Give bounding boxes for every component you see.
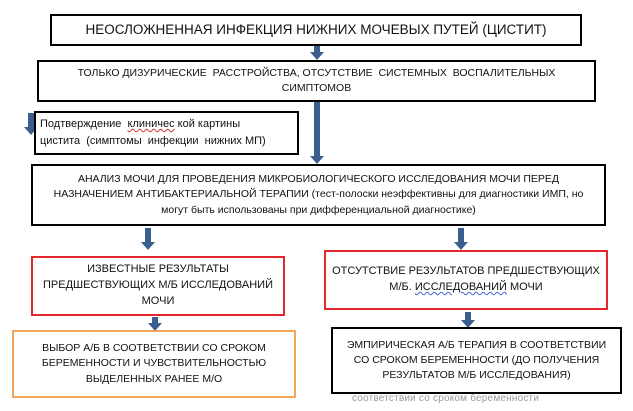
confirmation-line-1-a: Подтверждение — [40, 117, 128, 130]
known-results-line-3: МОЧИ — [141, 294, 175, 307]
choice-line-2: БЕРЕМЕННОСТИ И ЧУВСТВИТЕЛЬНОСТЬЮ — [41, 357, 267, 370]
title-text: НЕОСЛОЖНЕННАЯ ИНФЕКЦИЯ НИЖНИХ МОЧЕВЫХ ПУ… — [85, 22, 547, 38]
empirical-line-2: СО СРОКОМ БЕРЕМЕННОСТИ (ДО ПОЛУЧЕНИЯ — [353, 353, 600, 366]
choice-line-1: ВЫБОР А/Б В СООТВЕТСТВИИ СО СРОКОМ — [42, 342, 266, 355]
confirmation-box: Подтверждение клиничес кой картины цисти… — [34, 111, 299, 155]
arrow-unknown-to-empirical — [461, 312, 475, 328]
no-results-line-2: М/Б. ИССЛЕДОВАНИЙ МОЧИ — [389, 280, 542, 296]
no-results-line-2-b: ИССЛЕДОВАНИЙ — [414, 281, 507, 293]
no-results-box: ОТСУТСТВИЕ РЕЗУЛЬТАТОВ ПРЕДШЕСТВУЮЩИХ М/… — [324, 250, 608, 310]
symptoms-box: ТОЛЬКО ДИЗУРИЧЕСКИЕ РАССТРОЙСТВА, ОТСУТС… — [37, 60, 596, 102]
symptoms-line-2: СИМПТОМОВ — [281, 82, 352, 94]
empirical-line-1: ЭМПИРИЧЕСКАЯ А/Б ТЕРАПИЯ В СООТВЕТСТВИИ — [346, 338, 607, 351]
no-results-line-2-c: МОЧИ — [506, 281, 543, 293]
empirical-line-3: РЕЗУЛЬТАТОВ М/Б ИССЛЕДОВАНИЯ) — [382, 369, 571, 382]
choice-line-3: ВЫДЕЛЕННЫХ РАНЕЕ М/О — [85, 372, 223, 385]
arrow-analysis-to-known — [141, 228, 155, 250]
choice-box: ВЫБОР А/Б В СООТВЕТСТВИИ СО СРОКОМ БЕРЕМ… — [12, 330, 296, 398]
analysis-box: АНАЛИЗ МОЧИ ДЛЯ ПРОВЕДЕНИЯ МИКРОБИОЛОГИЧ… — [31, 164, 606, 226]
known-results-line-2: ПРЕДШЕСТВУЮЩИХ М/Б ИССЛЕДОВАНИЙ — [43, 279, 273, 292]
no-results-line-2-a: М/Б. — [389, 281, 415, 293]
known-results-box: ИЗВЕСТНЫЕ РЕЗУЛЬТАТЫ ПРЕДШЕСТВУЮЩИХ М/Б … — [31, 256, 285, 316]
confirmation-line-1-c: кой картины — [174, 117, 241, 130]
arrow-symptoms-to-analysis — [310, 102, 324, 164]
arrow-known-to-choice — [148, 317, 162, 331]
analysis-line-3: могут быть использованы при дифференциал… — [161, 203, 476, 216]
arrow-confirmation-side — [24, 113, 38, 135]
analysis-line-2: НАЗНАЧЕНИЕМ АНТИБАКТЕРИАЛЬНОЙ ТЕРАПИИ (т… — [53, 188, 584, 201]
title-box: НЕОСЛОЖНЕННАЯ ИНФЕКЦИЯ НИЖНИХ МОЧЕВЫХ ПУ… — [50, 14, 582, 46]
symptoms-line-1: ТОЛЬКО ДИЗУРИЧЕСКИЕ РАССТРОЙСТВА, ОТСУТС… — [77, 66, 556, 79]
footer-ghost-text: соответствии со сроком беременности — [352, 393, 540, 404]
no-results-line-1: ОТСУТСТВИЕ РЕЗУЛЬТАТОВ ПРЕДШЕСТВУЮЩИХ — [332, 265, 600, 278]
empirical-box: ЭМПИРИЧЕСКАЯ А/Б ТЕРАПИЯ В СООТВЕТСТВИИ … — [331, 327, 622, 394]
confirmation-line-2: цистита (симптомы инфекции нижних МП) — [40, 135, 266, 147]
arrow-analysis-to-unknown — [454, 228, 468, 250]
confirmation-line-1-b: клиничес — [127, 117, 175, 130]
analysis-line-1: АНАЛИЗ МОЧИ ДЛЯ ПРОВЕДЕНИЯ МИКРОБИОЛОГИЧ… — [77, 173, 560, 186]
arrow-title-to-symptoms — [310, 46, 324, 60]
known-results-line-1: ИЗВЕСТНЫЕ РЕЗУЛЬТАТЫ — [87, 263, 229, 276]
confirmation-line-1: Подтверждение клиничес кой картины — [40, 116, 240, 133]
